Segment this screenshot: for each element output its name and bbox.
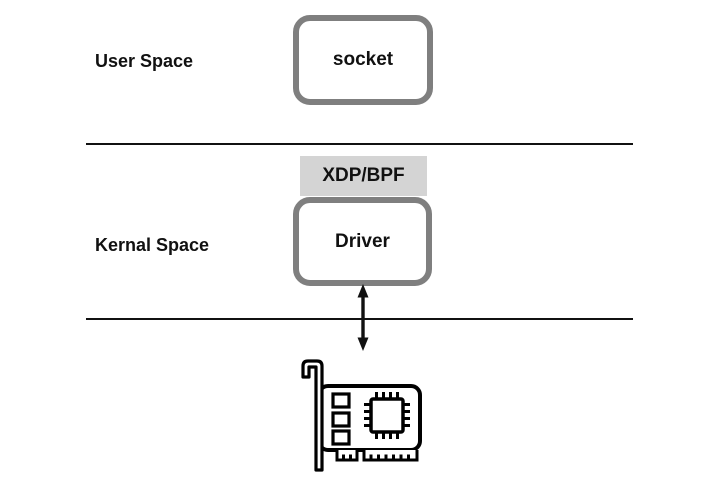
driver-node: Driver	[293, 197, 432, 286]
xdp-bpf-node-label: XDP/BPF	[322, 165, 405, 186]
kernel-hardware-boundary-line	[86, 318, 633, 320]
driver-node-label: Driver	[335, 230, 390, 252]
nic-node	[298, 358, 426, 472]
socket-node: socket	[293, 15, 433, 105]
user-kernel-boundary-line	[86, 143, 633, 145]
double-arrow-icon	[357, 284, 369, 351]
network-card-icon	[301, 359, 422, 472]
driver-nic-arrow	[348, 283, 378, 352]
kernel-space-label: Kernal Space	[95, 235, 210, 255]
user-space-label: User Space	[95, 51, 194, 71]
xdp-bpf-node: XDP/BPF	[300, 156, 427, 196]
socket-node-label: socket	[332, 49, 394, 70]
